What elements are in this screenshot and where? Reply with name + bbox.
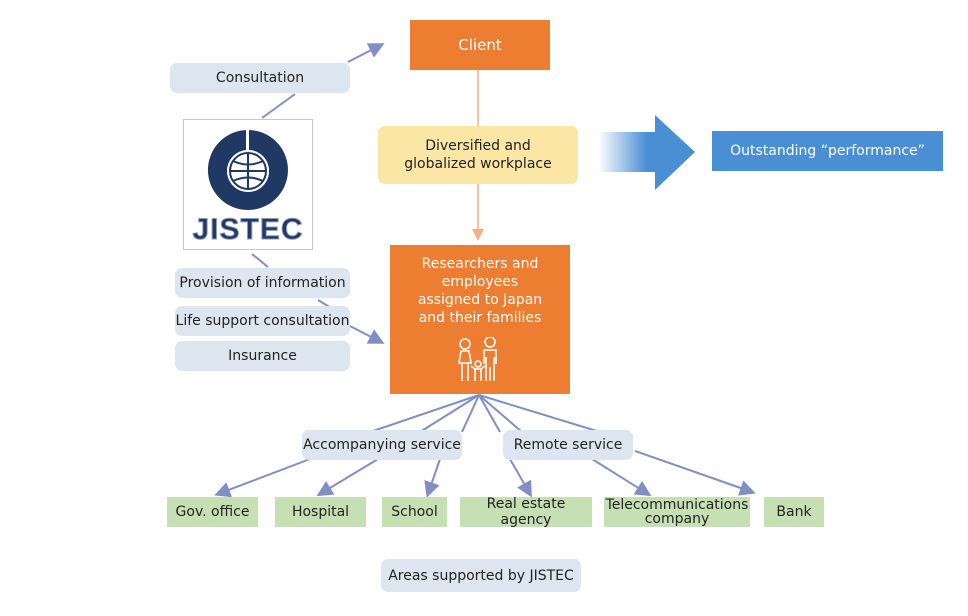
logo-text: JISTEC (192, 213, 304, 247)
service-item-life-support: Life support consultation (175, 306, 350, 336)
area-hospital: Hospital (275, 497, 366, 527)
researchers-line-4: and their families (418, 310, 542, 326)
footer-label: Areas supported by JISTEC (381, 559, 581, 592)
area-gov-office: Gov. office (167, 497, 258, 527)
area-school: School (382, 497, 447, 527)
researchers-line-1: Researchers and (421, 256, 539, 272)
service-item-insurance: Insurance (175, 341, 350, 371)
outcome-box: Outstanding “performance” (712, 131, 943, 171)
outcome-arrow (598, 115, 695, 190)
researchers-box: Researchers and employees assigned to Ja… (390, 245, 570, 394)
client-box: Client (410, 20, 550, 70)
globe-logo-icon (207, 130, 288, 210)
jistec-logo: JISTEC (183, 119, 313, 250)
area-telecommunications: Telecommunications company (604, 497, 750, 527)
area-bank: Bank (764, 497, 824, 527)
consultation-label: Consultation (170, 63, 350, 93)
accompanying-service-label: Accompanying service (302, 430, 462, 460)
family-icon (458, 337, 497, 381)
telecom-line-2: company (644, 511, 710, 527)
workplace-line-2: globalized workplace (404, 156, 552, 172)
researchers-line-3: assigned to Japan (417, 292, 543, 308)
service-item-information: Provision of information (175, 268, 350, 298)
area-real-estate: Real estate agency (460, 496, 592, 528)
telecom-line-1: Telecommunications (605, 497, 749, 513)
remote-service-label: Remote service (503, 430, 633, 460)
workplace-box: Diversified and globalized workplace (378, 126, 578, 184)
workplace-line-1: Diversified and (425, 138, 531, 154)
researchers-line-2: employees (441, 274, 519, 290)
